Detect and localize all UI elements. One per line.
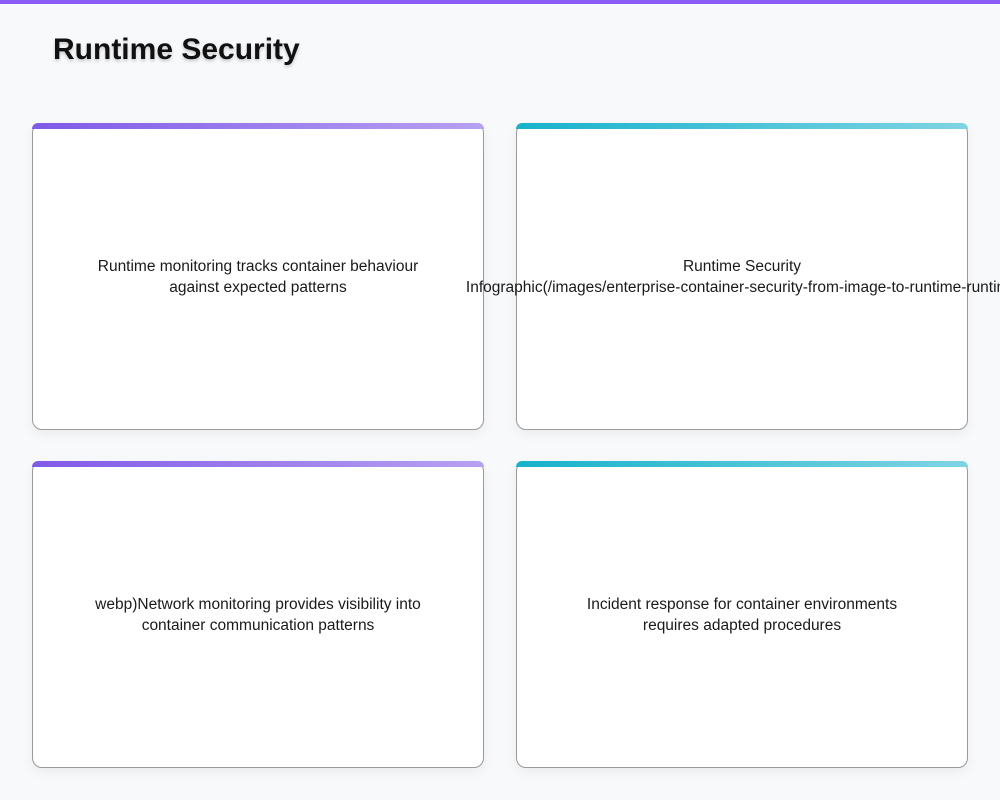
card-accent-bar	[516, 123, 968, 129]
card-text-line: Runtime Security	[682, 257, 801, 275]
card-infographic: Runtime Security Infographic(/images/ent…	[466, 123, 1000, 430]
card-network-monitoring: webp)Network monitoring provides visibil…	[32, 461, 484, 768]
card-accent-bar	[32, 461, 484, 467]
card-text-line: requires adapted procedures	[642, 616, 842, 634]
card-incident-response: Incident response for container environm…	[516, 461, 968, 768]
card-text-line: container communication patterns	[141, 616, 375, 634]
top-accent-bar	[0, 0, 1000, 4]
card-text-line: Runtime monitoring tracks container beha…	[97, 257, 419, 275]
card-text-line: Infographic(/images/enterprise-container…	[465, 278, 1000, 296]
card-runtime-monitoring: Runtime monitoring tracks container beha…	[32, 123, 484, 430]
card-text-line: against expected patterns	[169, 278, 347, 296]
card-accent-bar	[32, 123, 484, 129]
page-title: Runtime Security	[53, 33, 300, 66]
card-text-line: webp)Network monitoring provides visibil…	[95, 595, 421, 613]
card-text-line: Incident response for container environm…	[586, 595, 898, 613]
card-accent-bar	[516, 461, 968, 467]
